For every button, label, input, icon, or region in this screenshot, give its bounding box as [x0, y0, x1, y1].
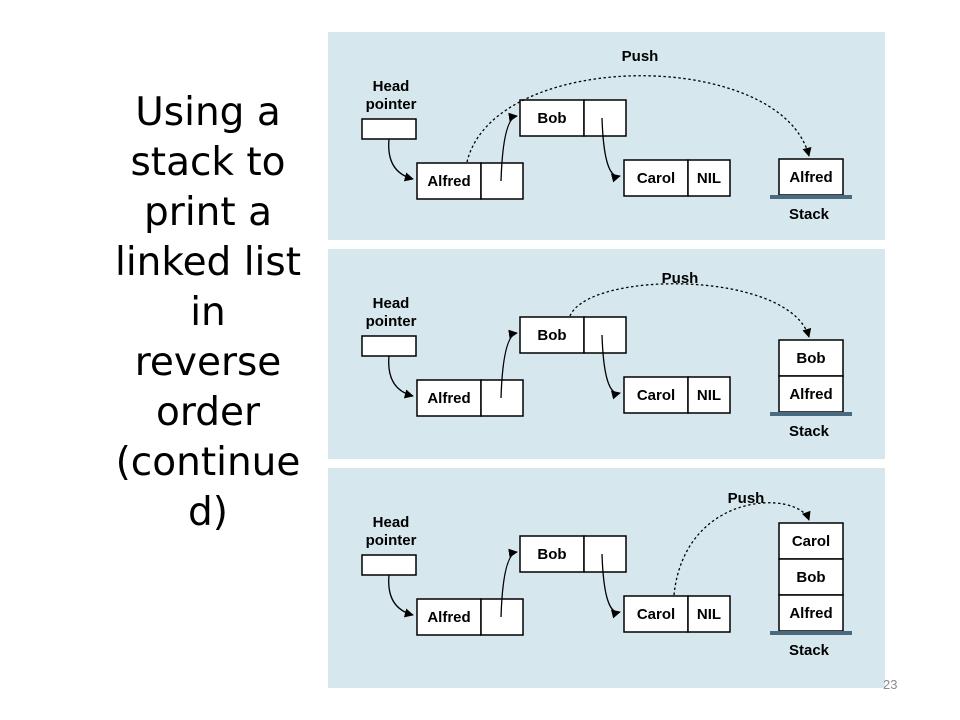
push-label: Push — [622, 48, 659, 65]
stack-cell — [778, 522, 844, 560]
node-pointer-cell — [687, 376, 731, 414]
head-label: Head — [373, 78, 410, 95]
list-node-bob: Bob — [519, 99, 627, 137]
head-pointer-box — [361, 554, 417, 576]
node-name-label: Alfred — [427, 173, 470, 190]
list-node-bob: Bob — [519, 535, 627, 573]
node-name-label: Bob — [537, 546, 566, 563]
stack-label: Stack — [789, 206, 830, 223]
push-label: Push — [662, 270, 699, 287]
node-name-cell — [519, 99, 585, 137]
node-name-label: Bob — [537, 110, 566, 127]
list-node-carol: Carol NIL — [623, 159, 731, 197]
stack-item-label: Alfred — [789, 169, 832, 186]
pointer-label: pointer — [366, 96, 417, 113]
stack-item-label: Carol — [792, 533, 830, 550]
list-node-carol: Carol NIL — [623, 376, 731, 414]
alfred-to-bob-arrow — [500, 329, 518, 399]
push-label: Push — [728, 490, 765, 507]
node-name-label: Carol — [637, 606, 675, 623]
node-pointer-cell — [583, 316, 627, 354]
head-label: Head — [373, 295, 410, 312]
stack-label: Stack — [789, 642, 830, 659]
node-name-cell — [519, 535, 585, 573]
node-next-label: NIL — [697, 606, 721, 623]
stack-cell — [778, 375, 844, 413]
head-pointer-box — [361, 335, 417, 357]
head-to-alfred-arrow — [388, 574, 414, 618]
list-node-alfred: Alfred — [416, 162, 524, 200]
node-pointer-cell — [583, 99, 627, 137]
node-name-cell — [416, 379, 482, 417]
pointer-label: pointer — [366, 532, 417, 549]
node-name-label: Bob — [537, 327, 566, 344]
node-pointer-cell — [583, 535, 627, 573]
node-name-label: Alfred — [427, 609, 470, 626]
head-pointer-box — [361, 118, 417, 140]
list-node-alfred: Alfred — [416, 379, 524, 417]
node-name-cell — [623, 595, 689, 633]
list-node-carol: Carol NIL — [623, 595, 731, 633]
stack-item-label: Bob — [796, 350, 825, 367]
push-arrow — [673, 502, 811, 596]
alfred-to-bob-arrow — [500, 548, 518, 618]
stack-base — [770, 195, 852, 199]
bob-to-carol-arrow — [601, 553, 621, 619]
bob-to-carol-arrow — [601, 117, 621, 183]
stack-item-label: Alfred — [789, 605, 832, 622]
node-name-label: Carol — [637, 387, 675, 404]
stack-cell — [778, 339, 844, 377]
pointer-label: pointer — [366, 313, 417, 330]
stack-label: Stack — [789, 423, 830, 440]
node-name-label: Carol — [637, 170, 675, 187]
node-name-label: Alfred — [427, 390, 470, 407]
head-to-alfred-arrow — [388, 138, 414, 182]
node-name-cell — [623, 376, 689, 414]
node-name-cell — [623, 159, 689, 197]
stack-base — [770, 412, 852, 416]
bob-to-carol-arrow — [601, 334, 621, 400]
list-node-bob: Bob — [519, 316, 627, 354]
node-name-cell — [519, 316, 585, 354]
node-name-cell — [416, 598, 482, 636]
slide-title: Using a stack to print a linked list in … — [114, 90, 301, 535]
stack-base — [770, 631, 852, 635]
node-pointer-cell — [687, 159, 731, 197]
page-number: 23 — [883, 677, 898, 692]
stack-item-label: Bob — [796, 569, 825, 586]
head-to-alfred-arrow — [388, 355, 414, 399]
list-node-alfred: Alfred — [416, 598, 524, 636]
node-pointer-cell — [687, 595, 731, 633]
node-next-label: NIL — [697, 387, 721, 404]
stack-item-label: Alfred — [789, 386, 832, 403]
node-next-label: NIL — [697, 170, 721, 187]
head-label: Head — [373, 514, 410, 531]
alfred-to-bob-arrow — [500, 112, 518, 182]
